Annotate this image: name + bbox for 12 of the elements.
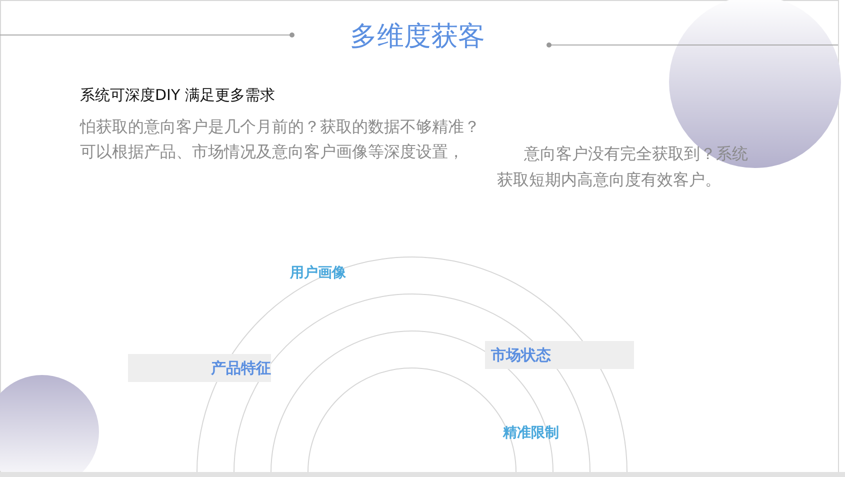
body-text: 意向客户没有完全获取到？系统 [524,144,748,165]
label-band [485,341,634,369]
subtitle: 系统可深度DIY 满足更多需求 [80,86,275,105]
slide-title: 多维度获客 [350,20,485,54]
body-text: 怕获取的意向客户是几个月前的？获取的数据不够精准？ [80,117,480,138]
body-text: 可以根据产品、市场情况及意向客户画像等深度设置， [80,142,464,163]
category-label: 市场状态 [491,346,551,364]
ring-label: 精准限制 [503,424,559,442]
category-label: 产品特征 [211,358,271,378]
ring-label: 用户画像 [290,264,346,282]
body-text: 获取短期内高意向度有效客户。 [497,170,721,191]
label-band [128,354,271,382]
